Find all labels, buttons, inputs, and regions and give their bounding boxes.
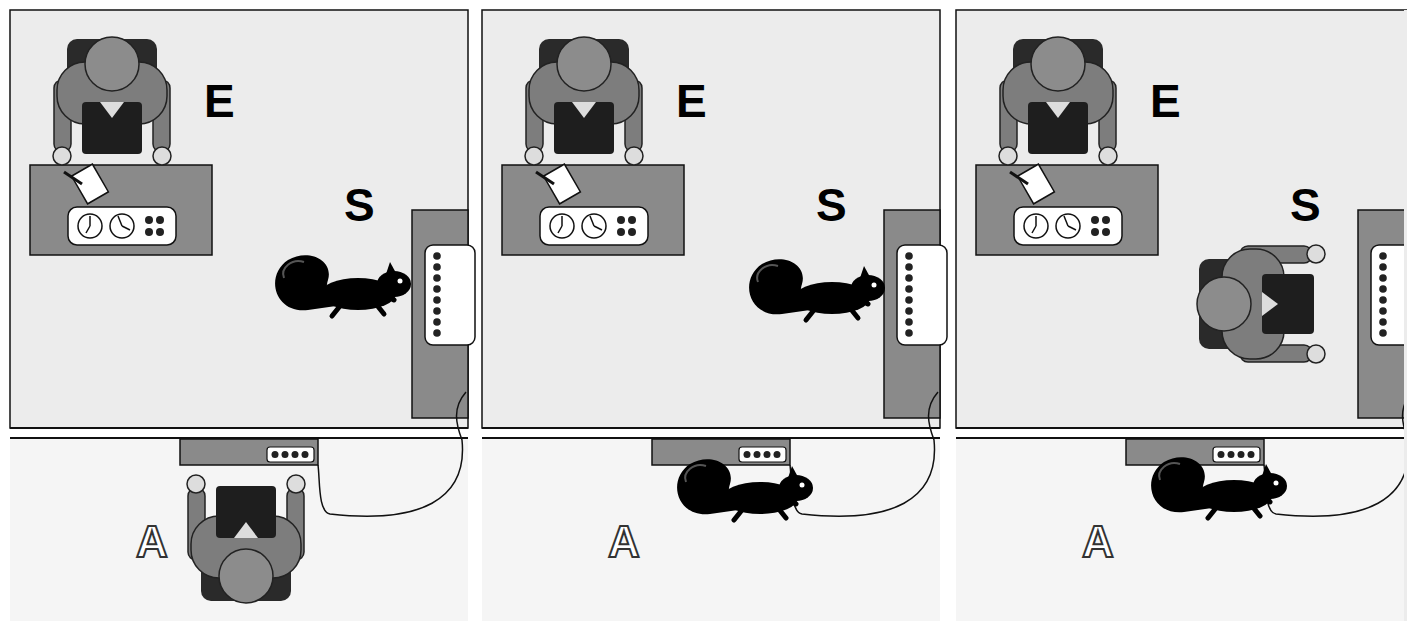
experimenter-label: E [1150, 78, 1181, 124]
panel [482, 10, 947, 621]
assistant-label: A [608, 520, 640, 564]
assistant-label: A [1082, 520, 1114, 564]
subject-label: S [816, 182, 847, 228]
subject-label: S [1290, 182, 1321, 228]
experimenter-label: E [676, 78, 707, 124]
assistant-label: A [136, 520, 168, 564]
subject-label: S [344, 182, 375, 228]
experimenter-label: E [204, 78, 235, 124]
panel [956, 10, 1407, 621]
panel [10, 10, 475, 621]
